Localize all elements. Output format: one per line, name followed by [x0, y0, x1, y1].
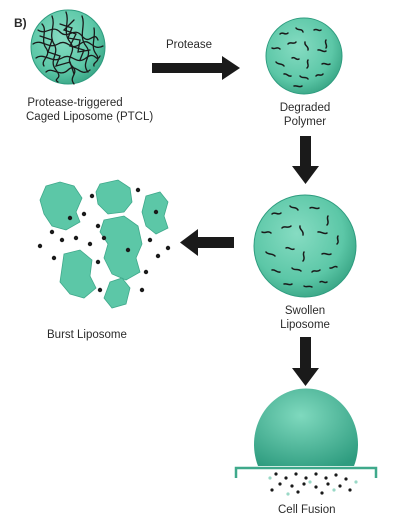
arrow-degraded-to-swollen — [292, 136, 319, 184]
fusion-label: Cell Fusion — [278, 504, 336, 516]
ptcl-label-line2: Caged Liposome (PTCL) — [26, 111, 154, 123]
cell-membrane — [234, 466, 378, 478]
ptcl-label: Protease-triggered Caged Liposome (PTCL) — [26, 96, 154, 124]
released-contents-faint — [268, 476, 358, 496]
swollen-label: Swollen Liposome — [270, 304, 340, 332]
swollen-label-line2: Liposome — [280, 319, 330, 331]
fusion-liposome — [254, 388, 358, 466]
degraded-label-line2: Polymer — [283, 116, 327, 128]
swollen-liposome — [253, 194, 357, 298]
burst-contents-dots — [37, 187, 171, 293]
panel-label: B) — [14, 16, 27, 30]
degraded-label: Degraded Polymer — [270, 101, 340, 129]
protease-label: Protease — [166, 39, 213, 51]
degraded-polymer-liposome — [265, 17, 343, 95]
degraded-label-line1: Degraded — [279, 102, 331, 114]
burst-liposome-fragments — [39, 179, 169, 309]
arrow-protease — [152, 56, 240, 80]
ptcl-label-line1: Protease-triggered — [27, 97, 123, 109]
arrow-swollen-to-fusion — [292, 337, 319, 386]
swollen-label-line1: Swollen — [284, 305, 326, 317]
arrow-swollen-to-burst — [180, 229, 234, 256]
burst-label: Burst Liposome — [47, 329, 127, 341]
released-contents-dots — [270, 472, 352, 495]
caged-liposome — [30, 9, 106, 85]
